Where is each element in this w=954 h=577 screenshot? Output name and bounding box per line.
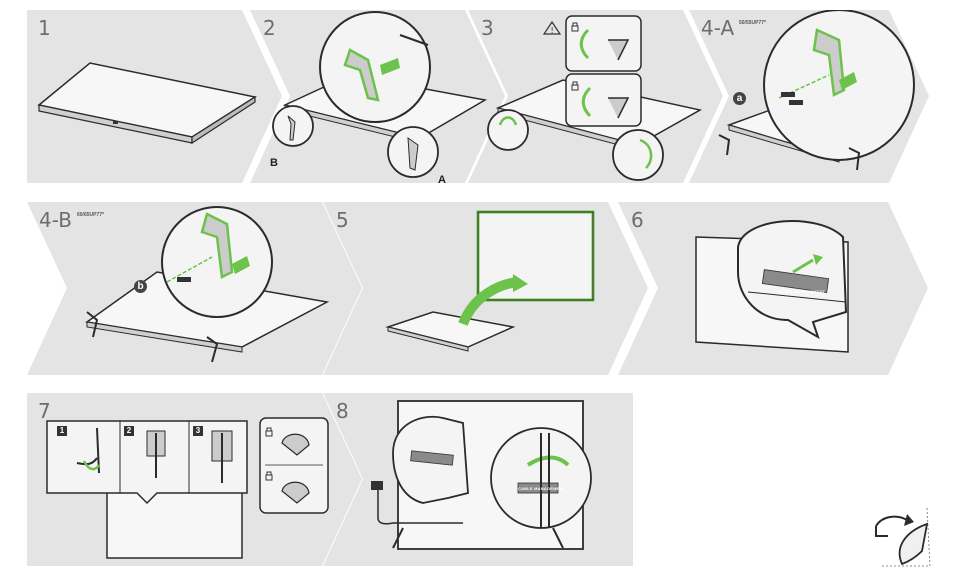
step-6-number: 6: [631, 208, 644, 232]
step-6-illustration: [618, 202, 928, 375]
lock-icon: [571, 22, 579, 32]
cable-management-tag-6: CABLE MANAGEMENT: [778, 289, 826, 294]
step-5-panel: 5: [323, 202, 648, 377]
step-1-panel: 1: [27, 10, 282, 185]
step-5-illustration: [323, 202, 648, 375]
step-7-number: 7: [38, 399, 51, 423]
page-turn-icon[interactable]: [872, 506, 932, 573]
lock-icon: [265, 471, 273, 481]
step-4a-panel: 4-A 50/55UP77* a: [689, 10, 934, 185]
step-2-panel: 2 B A: [250, 10, 510, 186]
step-1-illustration: [27, 10, 282, 183]
lock-icon: [265, 427, 273, 437]
step-7-sub-1: 1: [57, 426, 67, 436]
step-3-illustration: !: [468, 10, 723, 183]
label-b: B: [270, 157, 278, 169]
step-4a-illustration: [689, 10, 929, 183]
svg-text:!: !: [551, 26, 554, 35]
step-7-panel: 7 1 2 3: [27, 393, 362, 568]
step-7-sub-3: 3: [193, 426, 203, 436]
step-3-panel: ! 3: [468, 10, 728, 185]
callout-a: a: [733, 92, 746, 105]
lock-icon: [571, 81, 579, 91]
step-1-number: 1: [38, 16, 51, 40]
step-8-number: 8: [336, 399, 349, 423]
step-4b-model: 60/65UP77*: [77, 212, 104, 218]
step-7-sub-2: 2: [124, 426, 134, 436]
step-3-number: 3: [481, 16, 494, 40]
warning-icon: !: [542, 20, 562, 35]
step-8-panel: 8 CABLE MANAGEMENT: [323, 393, 648, 568]
step-4a-number: 4-A: [701, 16, 735, 40]
label-a: A: [438, 174, 446, 186]
step-7-illustration: [27, 393, 362, 566]
step-4b-number: 4-B: [39, 208, 72, 232]
cable-management-tag-8: CABLE MANAGEMENT: [518, 486, 566, 491]
step-4a-model: 50/55UP77*: [739, 20, 766, 26]
step-2-illustration: [250, 10, 505, 183]
callout-b: b: [134, 280, 147, 293]
step-5-number: 5: [336, 208, 349, 232]
step-8-illustration: [323, 393, 633, 566]
step-4b-illustration: [27, 202, 362, 375]
step-4b-panel: 4-B 60/65UP77* b: [27, 202, 362, 377]
step-6-panel: 6 CABLE MANAGEMENT: [618, 202, 928, 377]
step-2-number: 2: [263, 16, 276, 40]
